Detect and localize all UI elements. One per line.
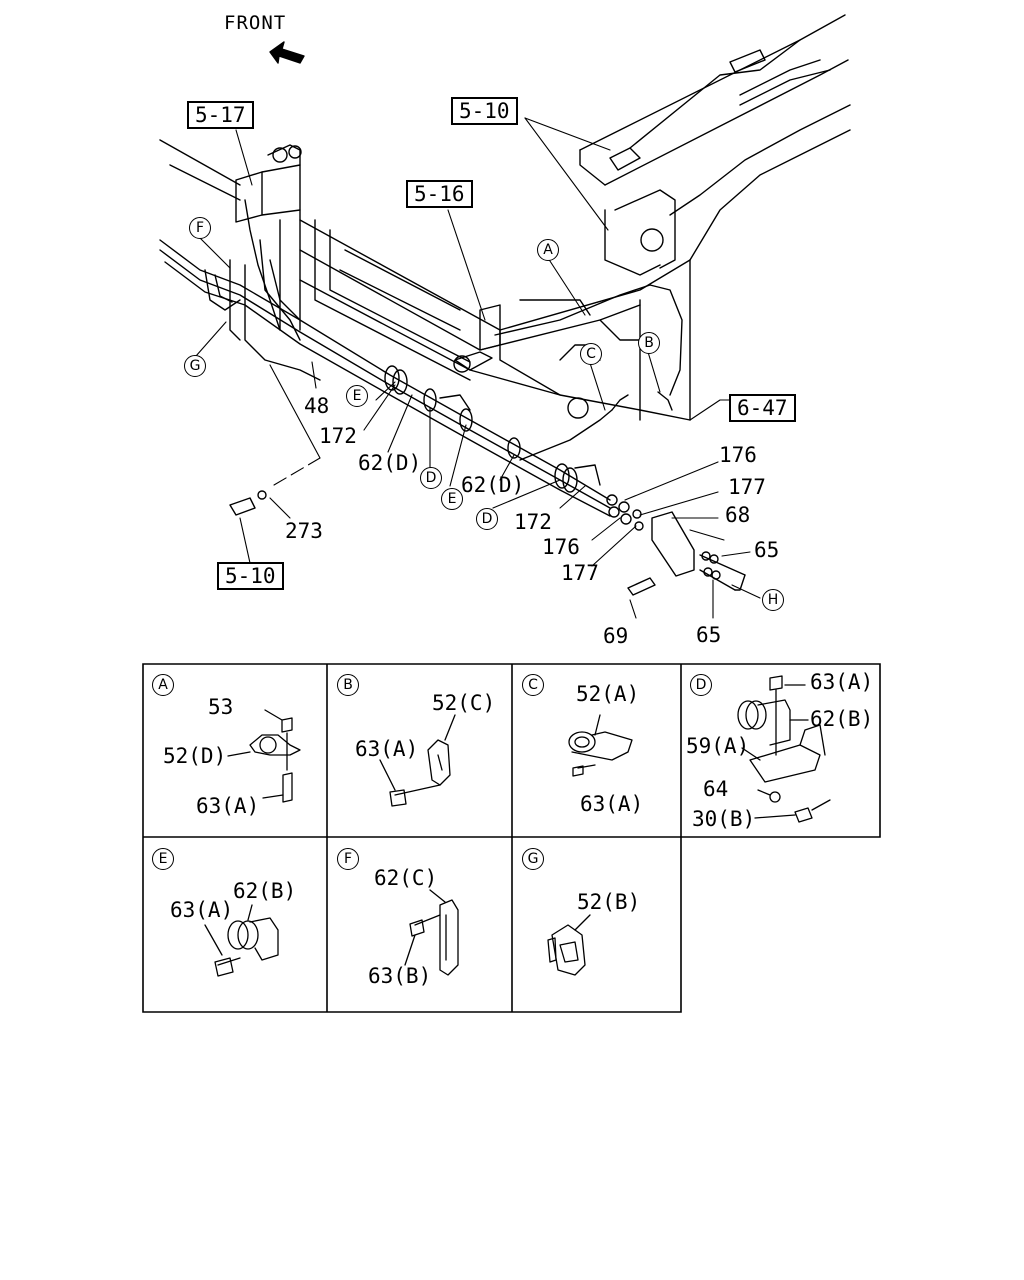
reference-6-47[interactable]: 6-47 bbox=[729, 394, 796, 422]
detail-a-drawing bbox=[227, 709, 301, 803]
callout-g: G bbox=[184, 355, 206, 377]
detail-d-part-62b: 62(B) bbox=[810, 707, 874, 731]
detail-a-part-53: 53 bbox=[208, 695, 234, 719]
callout-h: H bbox=[762, 589, 784, 611]
detail-c-part-52a: 52(A) bbox=[576, 682, 640, 706]
bolt-273 bbox=[229, 490, 267, 516]
part-172-right: 172 bbox=[514, 510, 552, 534]
part-65-bottom: 65 bbox=[696, 623, 722, 647]
detail-f-part-62c: 62(C) bbox=[374, 866, 438, 890]
detail-d-part-64: 64 bbox=[703, 777, 729, 801]
frame-rail bbox=[579, 14, 851, 421]
callout-a: A bbox=[537, 239, 559, 261]
detail-e-drawing bbox=[204, 904, 279, 977]
part-65-right: 65 bbox=[754, 538, 780, 562]
detail-b-part-52c: 52(C) bbox=[432, 691, 496, 715]
pipe-bundle bbox=[159, 239, 611, 517]
bracket-5-16 bbox=[453, 304, 501, 373]
part-273: 273 bbox=[285, 519, 323, 543]
front-arrow-icon bbox=[269, 41, 305, 64]
part-176-bottom: 176 bbox=[542, 535, 580, 559]
detail-g-drawing bbox=[547, 914, 591, 976]
callout-d-lower: D bbox=[476, 508, 498, 530]
detail-d-tag: D bbox=[690, 674, 712, 696]
part-69: 69 bbox=[603, 624, 629, 648]
detail-g-tag: G bbox=[522, 848, 544, 870]
bracket-assembly bbox=[235, 144, 302, 331]
front-label: FRONT bbox=[224, 12, 287, 34]
callout-c: C bbox=[580, 343, 602, 365]
detail-a-part-63a: 63(A) bbox=[196, 794, 260, 818]
reference-5-10-bottom[interactable]: 5-10 bbox=[217, 562, 284, 590]
detail-c-tag: C bbox=[522, 674, 544, 696]
detail-c-drawing bbox=[568, 714, 633, 777]
rear-pipe bbox=[494, 284, 683, 461]
part-176-top: 176 bbox=[719, 443, 757, 467]
reference-5-10-top[interactable]: 5-10 bbox=[451, 97, 518, 125]
reference-5-17[interactable]: 5-17 bbox=[187, 101, 254, 129]
detail-a-part-52d: 52(D) bbox=[163, 744, 227, 768]
detail-e-part-62b: 62(B) bbox=[233, 879, 297, 903]
part-62d-mid: 62(D) bbox=[461, 473, 525, 497]
detail-g-part-52b: 52(B) bbox=[577, 890, 641, 914]
detail-d-part-63a: 63(A) bbox=[810, 670, 874, 694]
reference-5-16[interactable]: 5-16 bbox=[406, 180, 473, 208]
detail-b-drawing bbox=[379, 714, 456, 807]
part-62d-left: 62(D) bbox=[358, 451, 422, 475]
leader-lines bbox=[195, 117, 761, 619]
detail-d-drawing bbox=[737, 675, 831, 823]
part-172-left: 172 bbox=[319, 424, 357, 448]
callout-f: F bbox=[189, 217, 211, 239]
detail-b-part-63a: 63(A) bbox=[355, 737, 419, 761]
callout-e-lower: E bbox=[441, 488, 463, 510]
bracket-68 bbox=[627, 511, 746, 596]
detail-a-tag: A bbox=[152, 674, 174, 696]
detail-e-tag: E bbox=[152, 848, 174, 870]
detail-e-part-63a: 63(A) bbox=[170, 898, 234, 922]
grommets bbox=[384, 365, 601, 493]
part-177-top: 177 bbox=[728, 475, 766, 499]
detail-b-tag: B bbox=[337, 674, 359, 696]
detail-f-part-63b: 63(B) bbox=[368, 964, 432, 988]
detail-c-part-63a: 63(A) bbox=[580, 792, 644, 816]
fittings bbox=[606, 494, 644, 531]
cross-member bbox=[159, 139, 691, 421]
part-68: 68 bbox=[725, 503, 751, 527]
detail-d-part-59a: 59(A) bbox=[686, 734, 750, 758]
callout-e-upper: E bbox=[346, 385, 368, 407]
detail-d-part-30b: 30(B) bbox=[692, 807, 756, 831]
part-177-bottom: 177 bbox=[561, 561, 599, 585]
detail-f-tag: F bbox=[337, 848, 359, 870]
part-48: 48 bbox=[304, 394, 330, 418]
detail-grid bbox=[142, 663, 881, 1013]
detail-f-drawing bbox=[404, 889, 459, 976]
callout-b: B bbox=[638, 332, 660, 354]
callout-d-mid: D bbox=[420, 467, 442, 489]
